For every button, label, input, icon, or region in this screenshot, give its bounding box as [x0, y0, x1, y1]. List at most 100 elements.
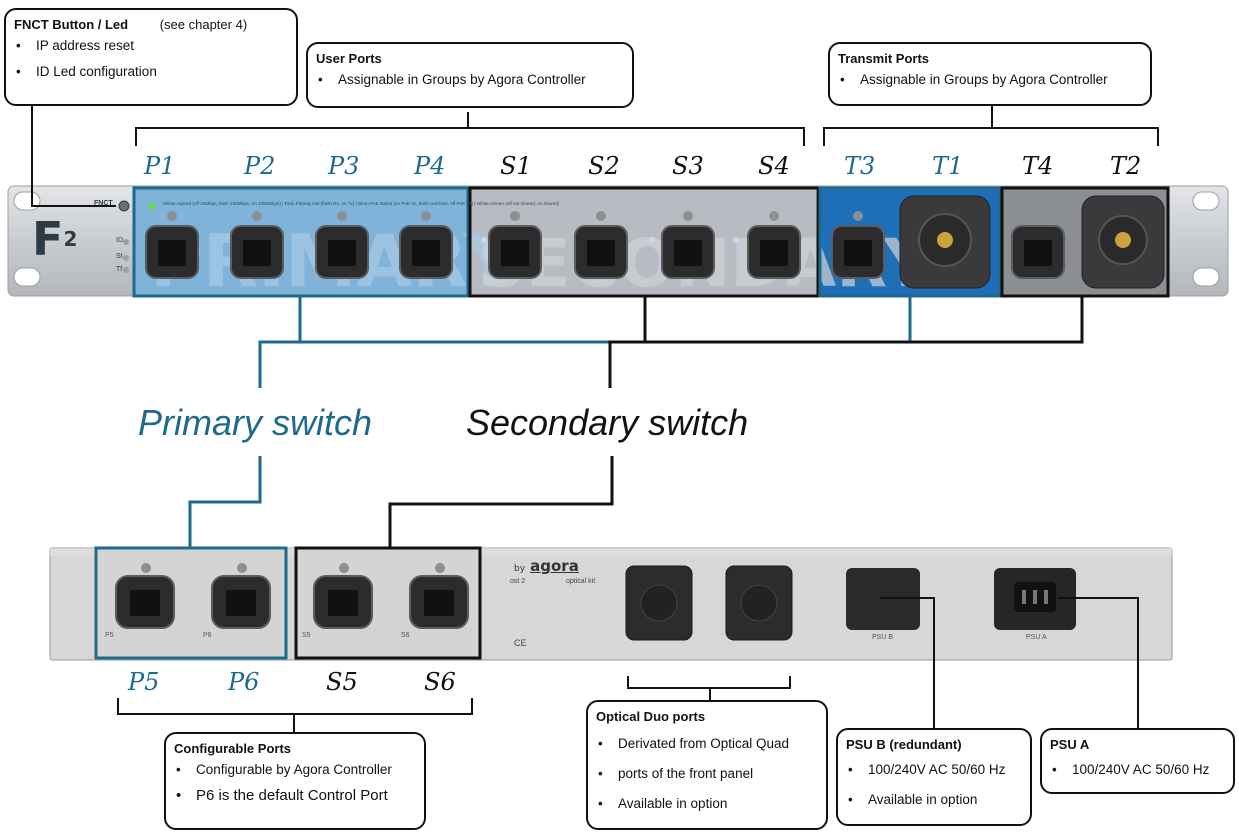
rear-ports: [115, 563, 469, 629]
rear-label-s6: S6: [424, 668, 456, 696]
led-label-tf: Tf: [116, 266, 123, 273]
port-p2[interactable]: [230, 211, 284, 279]
port-p6[interactable]: [211, 563, 271, 629]
front-label-s3: S3: [672, 152, 704, 180]
psu-a-leader: [1058, 597, 1139, 728]
front-legend-strip: Yellow=Speed (off 10Mbps, flash 100Mbps,…: [162, 201, 560, 206]
user-ports-callout: User Ports Assignable in Groups by Agora…: [306, 42, 634, 108]
front-label-p1: P1: [144, 152, 176, 180]
port-p3[interactable]: [315, 211, 369, 279]
user-ports-list: Assignable in Groups by Agora Controller: [316, 67, 624, 93]
secondary-rear-outline: [294, 546, 482, 660]
psu-b-leader: [880, 597, 935, 728]
port-t3[interactable]: [831, 211, 885, 279]
transmit-ports-item: Assignable in Groups by Agora Controller: [838, 67, 1142, 93]
power-led-icon: [148, 202, 156, 210]
fnct-title-text: FNCT Button / Led: [14, 17, 129, 32]
port-t1-optical[interactable]: [899, 195, 991, 289]
secondary-rear-connector: [388, 456, 614, 548]
led-label-st: St: [116, 253, 123, 260]
rack-hole-icon: [13, 191, 41, 211]
optical-duo-list: Derivated from Optical Quad ports of the…: [596, 729, 818, 819]
status-led-icon: [649, 237, 655, 243]
rear-brand: by agora: [514, 556, 579, 575]
front-label-t2: T2: [1110, 152, 1142, 180]
rear-label-p6: P6: [228, 668, 260, 696]
rear-port-label-p5: P5: [105, 632, 114, 639]
optical-duo-callout: Optical Duo ports Derivated from Optical…: [586, 700, 828, 830]
configurable-brace: [117, 698, 473, 732]
port-p1[interactable]: [145, 211, 199, 279]
rear-label-p5: P5: [128, 668, 160, 696]
rear-small-2: optical kit: [566, 578, 596, 585]
psu-b-list: 100/240V AC 50/60 Hz Available in option: [846, 755, 1022, 815]
psu-b-callout: PSU B (redundant) 100/240V AC 50/60 Hz A…: [836, 728, 1032, 826]
configurable-ports-title: Configurable Ports: [174, 741, 292, 756]
rear-psu-label-a: PSU A: [1026, 634, 1047, 641]
front-label-p4: P4: [414, 152, 446, 180]
front-label-t3: T3: [844, 152, 876, 180]
transmit-ports-brace: [823, 104, 1159, 146]
port-s1[interactable]: [488, 211, 542, 279]
user-ports-title: User Ports: [316, 51, 382, 66]
secondary-switch-title: Secondary switch: [466, 402, 749, 443]
optical-duo-item-3: Available in option: [596, 789, 818, 819]
rear-brand-prefix: by: [514, 564, 526, 574]
front-label-t1: T1: [932, 152, 964, 180]
psu-a-title: PSU A: [1050, 737, 1090, 752]
front-logo: F2: [32, 216, 77, 262]
front-label-s4: S4: [758, 152, 790, 180]
front-ports: [145, 195, 1165, 289]
fnct-item-ip-reset: IP address reset: [14, 33, 288, 59]
id-led-icon: [123, 239, 129, 245]
port-s4[interactable]: [747, 211, 801, 279]
rear-small-1: ost 2: [510, 578, 526, 585]
user-ports-item: Assignable in Groups by Agora Controller: [316, 67, 624, 93]
fnct-callout-title: FNCT Button / Led (see chapter 4): [14, 16, 288, 33]
psu-a-list: 100/240V AC 50/60 Hz: [1050, 755, 1225, 785]
led-label-id: ID: [116, 237, 123, 244]
front-label-t4: T4: [1022, 152, 1054, 180]
port-s6[interactable]: [409, 563, 469, 629]
rack-hole-icon: [1192, 267, 1220, 287]
secondary-front-connector: [608, 296, 1084, 388]
rear-ce-mark: CE: [514, 638, 527, 648]
primary-rear-connector: [188, 456, 262, 548]
port-s2[interactable]: [574, 211, 628, 279]
rear-port-label-p6: P6: [203, 632, 212, 639]
fnct-callout: FNCT Button / Led (see chapter 4) IP add…: [4, 8, 298, 106]
front-label-s1: S1: [500, 152, 532, 180]
front-label-s2: S2: [588, 152, 620, 180]
psu-a-callout: PSU A 100/240V AC 50/60 Hz: [1040, 728, 1235, 794]
port-p5[interactable]: [115, 563, 175, 629]
rear-psu-label-b: PSU B: [872, 634, 894, 641]
configurable-ports-list: Configurable by Agora Controller P6 is t…: [174, 757, 416, 809]
rear-port-label-s5: S5: [302, 632, 311, 639]
fnct-label: FNCT: [94, 200, 113, 207]
fnct-leader-line: [31, 106, 116, 207]
transmit-ports-list: Assignable in Groups by Agora Controller: [838, 67, 1142, 93]
primary-switch-title: Primary switch: [138, 402, 373, 443]
rear-brand-name: agora: [530, 557, 579, 575]
rear-label-s5: S5: [326, 668, 358, 696]
port-p4[interactable]: [399, 211, 453, 279]
port-s3[interactable]: [661, 211, 715, 279]
configurable-item-1: Configurable by Agora Controller: [174, 757, 416, 783]
port-s5[interactable]: [313, 563, 373, 629]
rack-hole-icon: [1192, 191, 1220, 211]
configurable-item-2: P6 is the default Control Port: [174, 783, 416, 809]
rack-hole-icon: [13, 267, 41, 287]
port-t2-optical[interactable]: [1081, 195, 1165, 289]
transmit-ports-callout: Transmit Ports Assignable in Groups by A…: [828, 42, 1152, 106]
logo-superscript: 2: [63, 227, 78, 251]
status-led-icon: [481, 237, 487, 243]
psu-b-item-2: Available in option: [846, 785, 1022, 815]
fnct-button[interactable]: [118, 200, 130, 212]
psu-a-item-1: 100/240V AC 50/60 Hz: [1050, 755, 1225, 785]
front-label-p3: P3: [328, 152, 360, 180]
user-ports-brace: [135, 112, 805, 146]
port-t4[interactable]: [1011, 211, 1065, 279]
tf-led-icon: [123, 267, 129, 273]
